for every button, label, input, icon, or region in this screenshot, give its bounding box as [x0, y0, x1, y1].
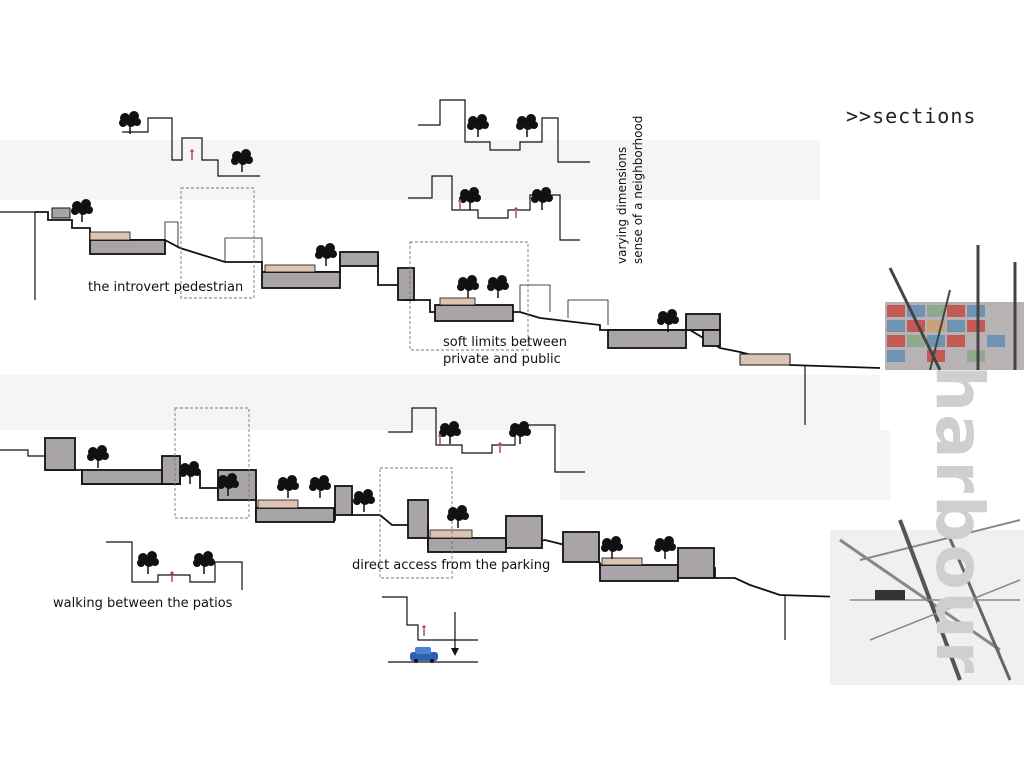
background-band	[0, 140, 820, 200]
tree-icons	[70, 110, 680, 575]
harbour-word: harbour	[921, 365, 998, 676]
background-band	[560, 430, 890, 500]
detail-section-top-left	[122, 117, 260, 177]
caption-walking-patios: walking between the patios	[53, 596, 233, 611]
detail-section-top-middle	[418, 99, 590, 163]
caption-soft-limits-line2: private and public	[443, 352, 561, 367]
caption-soft-limits-line1: soft limits between	[443, 335, 568, 350]
background-band	[0, 375, 880, 430]
side-note: varying dimensions sense of a neighborho…	[615, 100, 645, 270]
upper-section	[0, 187, 881, 425]
caption-direct-access: direct access from the parking	[352, 558, 551, 573]
detail-section-lower-middle	[388, 407, 585, 473]
harbour-watermark: harbour	[921, 365, 998, 675]
crane-silhouette	[830, 514, 1024, 685]
page-title: >>sections	[846, 104, 977, 128]
container-stack	[885, 245, 1024, 371]
detail-section-middle	[408, 175, 580, 241]
lower-section	[0, 407, 876, 640]
detail-section-patios	[106, 541, 243, 590]
caption-soft-limits: soft limits between private and public	[443, 334, 567, 368]
caption-introvert-pedestrian: the introvert pedestrian	[88, 280, 244, 295]
car-icon	[410, 647, 438, 663]
side-note-line2: sense of a neighborhood	[631, 115, 645, 264]
side-note-line1: varying dimensions	[615, 146, 629, 264]
